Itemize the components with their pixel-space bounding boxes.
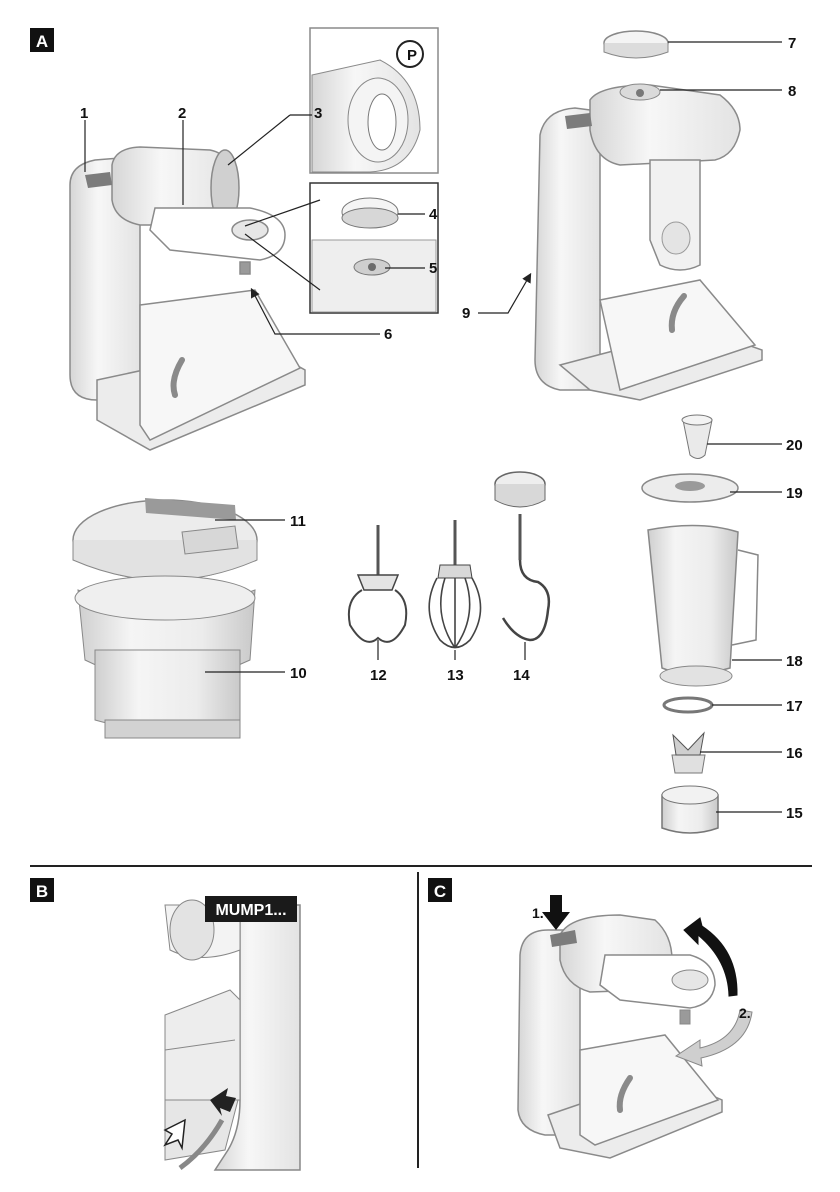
section-b: B MUMP1... bbox=[30, 878, 300, 1170]
callout-4: 4 bbox=[429, 206, 438, 223]
callout-1: 1 bbox=[80, 105, 88, 122]
whisk-tool bbox=[429, 520, 480, 648]
section-c-letter: C bbox=[434, 882, 446, 901]
inset-drive-cover bbox=[310, 183, 438, 313]
callout-15: 15 bbox=[786, 805, 803, 822]
kneading-hook-tool bbox=[495, 472, 549, 640]
beater-tool bbox=[349, 525, 406, 642]
arm-unlock-illustration bbox=[518, 915, 722, 1158]
callout-11: 11 bbox=[290, 513, 306, 530]
blender-attachment bbox=[642, 415, 758, 833]
section-b-letter: B bbox=[36, 882, 48, 901]
callout-9: 9 bbox=[462, 305, 470, 322]
callout-13: 13 bbox=[447, 667, 464, 684]
callout-5: 5 bbox=[429, 260, 437, 277]
cable-storage-illustration bbox=[165, 900, 300, 1170]
callout-17: 17 bbox=[786, 698, 803, 715]
callout-20: 20 bbox=[786, 437, 803, 454]
section-a-letter: A bbox=[36, 32, 48, 51]
inset-rotary-switch: P bbox=[310, 28, 438, 173]
step-2-label: 2. bbox=[739, 1005, 751, 1021]
callout-7: 7 bbox=[788, 35, 796, 52]
food-processor-lowered-illustration bbox=[535, 31, 762, 400]
callout-12: 12 bbox=[370, 667, 387, 684]
callout-10: 10 bbox=[290, 665, 307, 682]
callout-14: 14 bbox=[513, 667, 530, 684]
callout-2: 2 bbox=[178, 105, 186, 122]
callout-6: 6 bbox=[384, 326, 392, 343]
food-processor-main-illustration bbox=[70, 147, 305, 450]
section-c: C 1. 2. bbox=[428, 878, 752, 1158]
callout-3: 3 bbox=[314, 105, 322, 122]
mixing-bowl-with-lid bbox=[73, 498, 257, 738]
callout-19: 19 bbox=[786, 485, 803, 502]
model-label: MUMP1... bbox=[215, 902, 286, 919]
callout-8: 8 bbox=[788, 83, 796, 100]
callout-16: 16 bbox=[786, 745, 803, 762]
svg-text:P: P bbox=[407, 47, 417, 64]
step-1-label: 1. bbox=[532, 905, 544, 921]
section-a: A P bbox=[30, 28, 803, 833]
press-down-arrow bbox=[542, 895, 570, 930]
callout-18: 18 bbox=[786, 653, 803, 670]
